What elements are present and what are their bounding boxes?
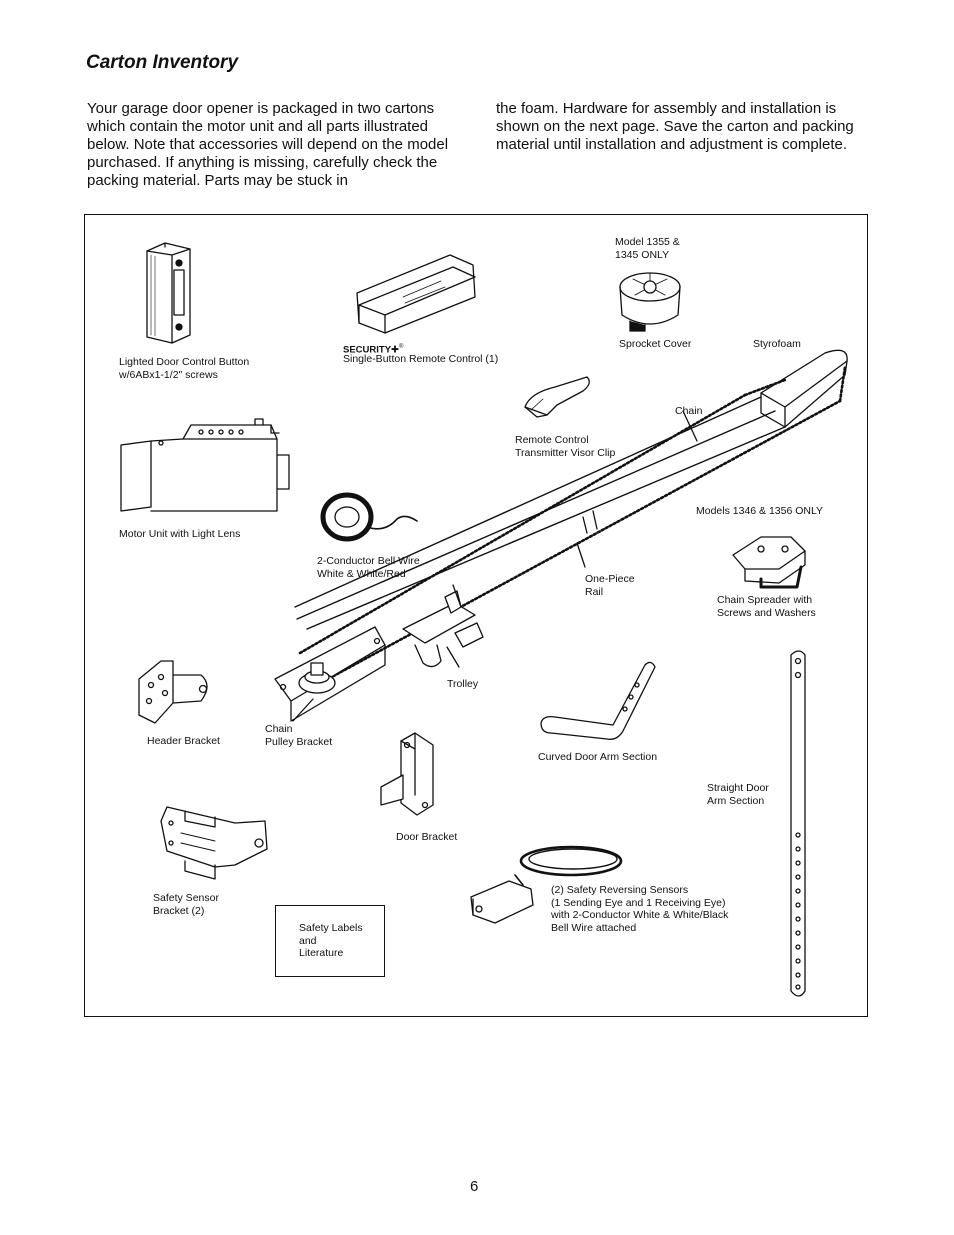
straight-arm-drawing bbox=[790, 650, 806, 997]
door-control-drawing bbox=[146, 242, 191, 344]
bell-wire-drawing bbox=[320, 492, 418, 542]
safety-sensor-drawing bbox=[470, 845, 623, 924]
sensor-bracket-drawing bbox=[160, 806, 268, 880]
label-remote-brand: SECURITY✚® bbox=[343, 344, 404, 356]
intro-text-left: Your garage door opener is packaged in t… bbox=[87, 100, 449, 189]
rail-assembly-drawing bbox=[274, 349, 848, 722]
label-bell-wire: 2-Conductor Bell Wire White & White/Red bbox=[317, 555, 420, 580]
literature-box bbox=[275, 905, 385, 977]
label-chain-spreader: Chain Spreader with Screws and Washers bbox=[717, 594, 816, 619]
label-door-control: Lighted Door Control Button w/6ABx1-1/2"… bbox=[119, 356, 250, 381]
label-sensor-bracket: Safety Sensor Bracket (2) bbox=[153, 892, 219, 917]
visor-clip-drawing bbox=[524, 376, 590, 418]
label-sensors: (2) Safety Reversing Sensors (1 Sending … bbox=[551, 884, 729, 934]
label-chain-pulley: Chain Pulley Bracket bbox=[265, 723, 333, 748]
label-chain: Chain bbox=[675, 405, 703, 417]
page-number: 6 bbox=[470, 1178, 479, 1195]
label-door-bracket: Door Bracket bbox=[396, 831, 458, 843]
label-rail: One-Piece Rail bbox=[585, 573, 635, 598]
label-sprocket-cover: Sprocket Cover bbox=[619, 338, 692, 350]
curved-arm-drawing bbox=[540, 661, 656, 740]
inventory-panel: Lighted Door Control Button w/6ABx1-1/2"… bbox=[84, 214, 868, 1017]
header-bracket-drawing bbox=[138, 660, 208, 724]
label-trolley: Trolley bbox=[447, 678, 479, 690]
label-straight-arm: Straight Door Arm Section bbox=[707, 782, 769, 807]
sprocket-cover-drawing bbox=[619, 272, 681, 332]
label-model-note-1: Model 1355 & 1345 ONLY bbox=[615, 236, 680, 261]
label-literature: Safety Labels and Literature bbox=[299, 922, 363, 959]
remote-control-drawing bbox=[356, 254, 476, 334]
chain-spreader-drawing bbox=[732, 536, 806, 589]
label-curved-arm: Curved Door Arm Section bbox=[538, 751, 658, 763]
label-model-note-2: Models 1346 & 1356 ONLY bbox=[696, 505, 824, 517]
label-styrofoam: Styrofoam bbox=[753, 338, 801, 350]
door-bracket-drawing bbox=[380, 732, 434, 816]
page-title: Carton Inventory bbox=[86, 52, 239, 73]
motor-unit-drawing bbox=[120, 418, 290, 512]
parts-illustration bbox=[120, 242, 848, 997]
label-motor-unit: Motor Unit with Light Lens bbox=[119, 528, 241, 540]
label-header-bracket: Header Bracket bbox=[147, 735, 220, 747]
label-visor-clip: Remote Control Transmitter Visor Clip bbox=[515, 434, 616, 459]
intro-text-right: the foam. Hardware for assembly and inst… bbox=[496, 100, 854, 153]
label-remote: Single-Button Remote Control (1) bbox=[343, 353, 499, 365]
